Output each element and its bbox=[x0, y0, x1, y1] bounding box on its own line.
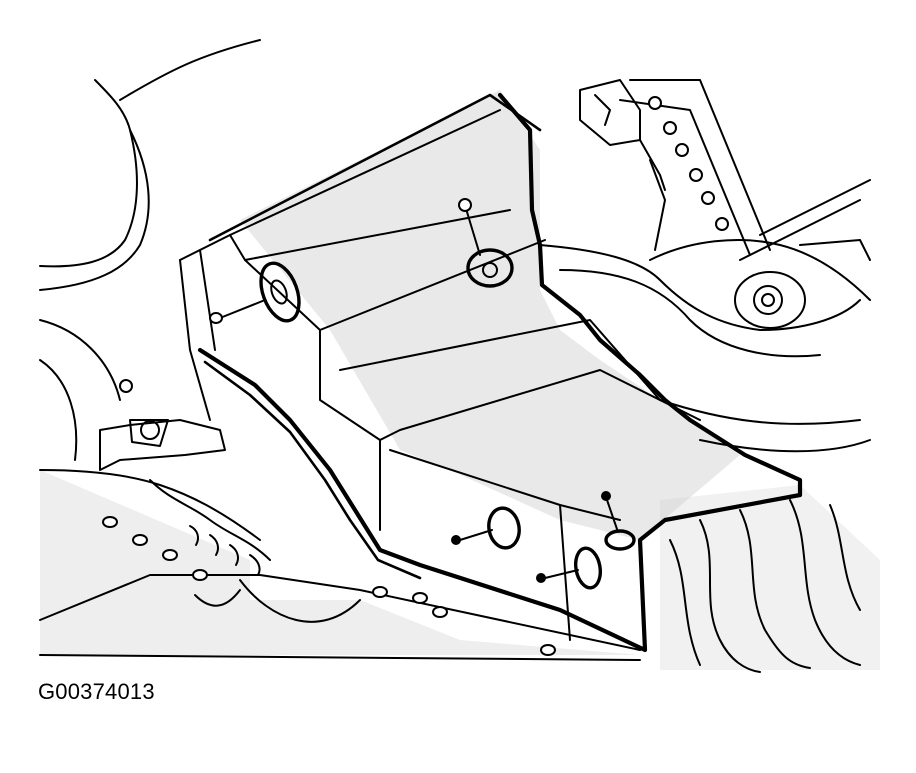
edge-notches bbox=[189, 525, 261, 576]
left-panel bbox=[39, 39, 261, 541]
shading bbox=[40, 90, 880, 670]
figure-id-label: G00374013 bbox=[38, 679, 155, 704]
floor-pan bbox=[39, 479, 641, 661]
underbody-line-drawing bbox=[39, 39, 880, 673]
fastener-5 bbox=[604, 529, 636, 551]
highlighted-outline bbox=[197, 92, 803, 653]
fastener-3 bbox=[487, 506, 521, 550]
frame-rail bbox=[179, 93, 701, 641]
fasteners bbox=[209, 198, 636, 590]
fastener-1 bbox=[259, 261, 301, 323]
fastener-4 bbox=[573, 546, 603, 590]
fastener-2 bbox=[466, 248, 514, 288]
rear-structure bbox=[539, 179, 871, 453]
lower-right-lines bbox=[669, 499, 861, 673]
upper-bracket bbox=[579, 79, 771, 256]
